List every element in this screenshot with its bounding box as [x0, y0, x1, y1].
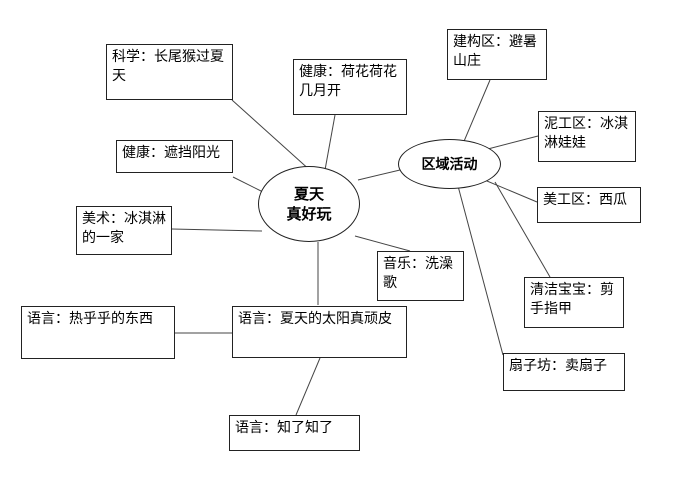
- node-health-lotus-label: 健康：荷花荷花几月开: [299, 64, 397, 99]
- area-clay-label: 泥工区：冰淇淋娃娃: [544, 116, 628, 151]
- node-art-icecream: 美术：冰淇淋的一家: [76, 206, 172, 255]
- connector-music: [354, 235, 411, 252]
- node-art-icecream-label: 美术：冰淇淋的一家: [82, 211, 166, 246]
- area-fan-label: 扇子坊：卖扇子: [509, 358, 607, 374]
- node-science-label: 科学：长尾猴过夏天: [112, 49, 224, 84]
- connector-lang-cicada: [295, 357, 321, 416]
- node-lang-sun-label: 语言：夏天的太阳真顽皮: [238, 311, 392, 327]
- connector-clay: [483, 135, 539, 151]
- connector-build: [461, 79, 491, 147]
- connector-hub: [357, 169, 401, 181]
- connector-health-lotus: [324, 114, 336, 171]
- area-arts-label: 美工区：西瓜: [543, 192, 627, 208]
- area-clean: 清洁宝宝：剪手指甲: [524, 277, 624, 328]
- hub-label: 区域活动: [421, 157, 478, 173]
- node-music: 音乐：洗澡歌: [377, 251, 464, 301]
- connector-clean: [494, 181, 551, 278]
- node-music-label: 音乐：洗澡歌: [383, 256, 453, 291]
- center-topic-line1: 夏天: [293, 185, 324, 203]
- node-lang-hot: 语言：热乎乎的东西: [21, 306, 175, 359]
- area-build: 建构区：避暑山庄: [447, 29, 547, 80]
- node-health-shade-label: 健康：遮挡阳光: [122, 145, 220, 161]
- center-topic-line2: 真好玩: [286, 205, 332, 223]
- area-arts: 美工区：西瓜: [537, 187, 641, 223]
- node-lang-sun: 语言：夏天的太阳真顽皮: [232, 306, 407, 358]
- area-fan: 扇子坊：卖扇子: [503, 353, 625, 391]
- node-lang-hot-label: 语言：热乎乎的东西: [27, 311, 153, 327]
- node-lang-cicada: 语言：知了知了: [229, 415, 360, 451]
- connector-science: [231, 99, 313, 173]
- node-science: 科学：长尾猴过夏天: [106, 44, 233, 100]
- area-build-label: 建构区：避暑山庄: [453, 34, 537, 69]
- area-activities-hub: 区域活动: [398, 139, 501, 189]
- connector-fan: [457, 185, 504, 356]
- area-clean-label: 清洁宝宝：剪手指甲: [530, 282, 614, 317]
- area-clay: 泥工区：冰淇淋娃娃: [538, 111, 636, 162]
- connector-health-shade: [232, 176, 264, 193]
- center-topic: 夏天 真好玩: [258, 166, 360, 242]
- node-health-lotus: 健康：荷花荷花几月开: [293, 59, 407, 115]
- node-lang-cicada-label: 语言：知了知了: [235, 420, 333, 436]
- connector-art: [171, 228, 263, 232]
- node-health-shade: 健康：遮挡阳光: [116, 140, 233, 173]
